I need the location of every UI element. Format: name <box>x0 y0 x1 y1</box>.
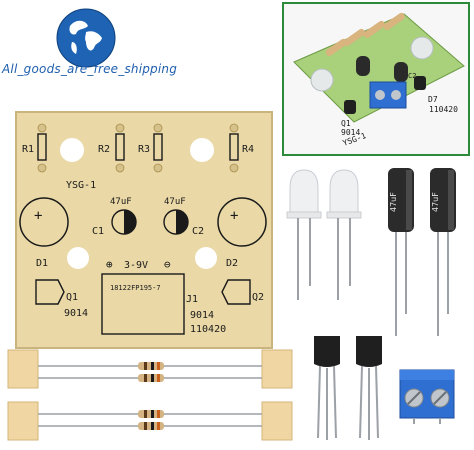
pcb-hole <box>60 138 84 162</box>
inset-cap-1 <box>356 56 370 76</box>
model-label: YSG-1 <box>66 180 96 191</box>
resistor-strip <box>4 346 296 446</box>
d1-label: D1 <box>36 258 48 269</box>
resistor-1 <box>138 362 164 370</box>
inset-led-1 <box>310 68 334 92</box>
r3-label: R3 <box>138 144 150 155</box>
c2-label: C2 <box>192 226 204 237</box>
transistor-1 <box>314 336 340 440</box>
assembled-board-inset: Q1 9014 YSG-1 D7 110420 C2 <box>282 2 470 156</box>
resistor-2 <box>138 374 164 382</box>
capacitor-2: 47uF <box>430 168 456 336</box>
pcb-hole <box>67 247 89 269</box>
transistor-pair <box>308 334 390 444</box>
r1-label: R1 <box>22 144 34 155</box>
inset-led-2 <box>410 36 434 60</box>
svg-text:47uF: 47uF <box>431 192 440 212</box>
cap1-value: 47uF <box>110 197 132 207</box>
q1-label: Q1 <box>66 292 78 303</box>
inset-q1-label: Q1 <box>341 119 351 128</box>
inset-date-label: 110420 <box>429 105 458 114</box>
q2-footprint <box>221 279 251 305</box>
q1-part-label: 9014 <box>64 308 88 319</box>
inset-transistor-1 <box>344 100 356 114</box>
white-led-2 <box>326 169 362 300</box>
resistor-4 <box>138 422 164 430</box>
cap-footprint-right <box>217 197 267 247</box>
inset-c2-label: C2 <box>408 72 416 80</box>
store-name: All_goods_are_free_shipping <box>2 62 178 76</box>
capacitor-1: 47uF <box>388 168 414 336</box>
q1-footprint <box>35 279 65 305</box>
d2-label: D2 <box>226 258 238 269</box>
inset-q1-part: 9014 <box>341 128 360 137</box>
inset-resistors <box>325 12 405 56</box>
inset-cap-2 <box>394 62 408 82</box>
j1-label: J1 <box>186 294 198 305</box>
terminal-footprint <box>101 273 185 335</box>
capacitor-pair: 47uF 47uF <box>384 164 464 340</box>
pcb-hole <box>195 247 217 269</box>
bare-pcb: R1 R2 R3 R4 YSG-1 + + 47uF 47uF C1 C2 D1… <box>14 110 274 350</box>
chip-label: 18122FP195-7 <box>110 284 161 292</box>
store-logo: All_goods_are_free_shipping <box>0 0 190 90</box>
resistor-footprints <box>37 133 239 161</box>
inset-transistor-2 <box>414 76 426 90</box>
svg-text:47uF: 47uF <box>389 192 398 212</box>
q2-label: Q2 <box>252 292 264 303</box>
c1-label: C1 <box>92 226 104 237</box>
cap-footprint-left <box>19 197 69 247</box>
pcb-hole <box>190 138 214 162</box>
voltage-label: 3-9V <box>124 260 148 271</box>
transistor-2 <box>356 336 382 440</box>
white-led-1 <box>286 169 322 300</box>
r2-label: R2 <box>98 144 110 155</box>
q2-part-label: 9014 <box>190 310 214 321</box>
terminal-block <box>396 364 458 426</box>
cap-right-plus: + <box>230 208 238 224</box>
inset-d7-label: D7 <box>428 95 438 104</box>
minus-symbol: ⊖ <box>164 258 171 271</box>
cap-left-plus: + <box>34 208 42 224</box>
globe-icon <box>56 8 116 68</box>
cap2-value: 47uF <box>164 197 186 207</box>
resistor-3 <box>138 410 164 418</box>
r4-label: R4 <box>242 144 254 155</box>
plus-symbol: ⊕ <box>106 258 113 271</box>
date-label: 110420 <box>190 324 226 335</box>
white-led-pair <box>284 168 364 308</box>
